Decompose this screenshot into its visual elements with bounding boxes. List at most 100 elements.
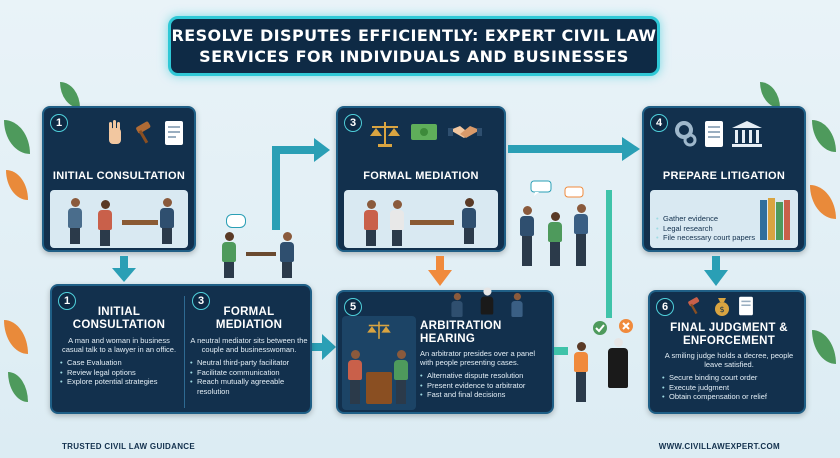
chat-bubble-icon — [530, 180, 552, 196]
arrow-down-icon — [428, 256, 452, 286]
bullet-item: Facilitate communication — [190, 368, 308, 378]
leaf-decoration — [812, 330, 836, 364]
document-icon — [165, 121, 183, 145]
step-number: 1 — [50, 114, 68, 132]
checkmark-icon — [593, 321, 607, 335]
close-icon — [619, 319, 633, 333]
flow-arrow — [554, 347, 568, 355]
arbitration-panel-scene — [444, 287, 534, 318]
bullet-list: Case Evaluation Review legal options Exp… — [60, 358, 178, 387]
card-title: PREPARE LITIGATION — [662, 170, 786, 182]
card-title: FORMAL MEDIATION — [363, 170, 479, 182]
step-number: 5 — [344, 298, 362, 316]
bullet-item: Fast and final decisions — [420, 390, 550, 400]
handshake-mid-scene — [514, 180, 604, 270]
leaf-decoration — [6, 170, 28, 200]
card-final-judgment: 6 $ FINAL JUDGMENT & ENFORCEMENT A smili… — [648, 290, 806, 414]
card-initial-consultation-details: 1 INITIAL CONSULTATION A man and woman i… — [50, 284, 312, 414]
bullet-item: Reach mutually agreeable resolution — [190, 377, 308, 396]
court-building-icon — [732, 121, 762, 147]
card-description: A smiling judge holds a decree, people l… — [664, 351, 794, 369]
bullet-item: Neutral third-party facilitator — [190, 358, 308, 368]
document-icon — [705, 121, 723, 147]
card-icons: $ — [684, 296, 754, 316]
step-number: 6 — [656, 298, 674, 316]
bullet-item: Secure binding court order — [662, 373, 802, 383]
arrow-down-icon — [704, 256, 728, 286]
footer-tagline: TRUSTED CIVIL LAW GUIDANCE — [62, 442, 195, 451]
raised-hand-icon — [109, 120, 121, 144]
chat-bubble-icon — [564, 186, 584, 198]
card-description: A neutral mediator sits between the coup… — [190, 336, 308, 354]
bullet-list: Secure binding court order Execute judgm… — [662, 373, 802, 402]
bullet-list: Neutral third-party facilitator Facilita… — [190, 358, 308, 396]
bullet-item: Alternative dispute resolution — [420, 371, 550, 381]
flow-arrow — [606, 190, 612, 318]
arrow-right-icon — [310, 334, 336, 360]
title-line-2: SERVICES FOR INDIVIDUALS AND BUSINESSES — [199, 47, 629, 66]
scales-icon — [370, 122, 400, 147]
step-number: 4 — [650, 114, 668, 132]
money-bag-icon: $ — [715, 298, 729, 316]
card-title: ARBITRATION HEARING — [420, 320, 502, 345]
bullet-item: File necessary court papers — [656, 233, 755, 243]
flow-arrow — [272, 150, 280, 230]
card-title: FORMAL MEDIATION — [215, 306, 283, 331]
card-icons — [674, 120, 764, 148]
arbitration-scene — [342, 316, 416, 410]
bullet-item: Obtain compensation or relief — [662, 392, 802, 402]
handshake-icon — [448, 126, 482, 138]
card-description: An arbitrator presides over a panel with… — [420, 349, 536, 367]
gavel-icon — [136, 121, 151, 144]
bullet-item: Present evidence to arbitrator — [420, 381, 550, 391]
gavel-icon — [688, 297, 700, 315]
card-icons — [104, 120, 184, 146]
step-number: 3 — [192, 292, 210, 310]
arrow-down-icon — [112, 256, 136, 282]
card-formal-mediation: 3 FORMAL MEDIATION — [336, 106, 506, 252]
bullet-item: Case Evaluation — [60, 358, 178, 368]
bullet-item: Review legal options — [60, 368, 178, 378]
card-divider — [184, 296, 185, 408]
arrow-head-icon — [314, 138, 330, 162]
document-icon — [739, 296, 753, 316]
money-icon — [411, 124, 437, 140]
flow-arrow — [272, 146, 318, 154]
bullet-item: Legal research — [656, 224, 755, 234]
litigation-scene: Gather evidence Legal research File nece… — [650, 190, 798, 248]
bullet-item: Execute judgment — [662, 383, 802, 393]
title-banner: RESOLVE DISPUTES EFFICIENTLY: EXPERT CIV… — [168, 16, 660, 76]
leaf-decoration — [4, 320, 28, 354]
step-number: 3 — [344, 114, 362, 132]
title-line-1: RESOLVE DISPUTES EFFICIENTLY: EXPERT CIV… — [171, 26, 657, 45]
card-initial-consultation: 1 INITIAL CONSULTATION — [42, 106, 196, 252]
bullet-list: Alternative dispute resolution Present e… — [420, 371, 550, 400]
card-arbitration-hearing: 5 ARBITRATION HEARING An arbitrator pres… — [336, 290, 554, 414]
card-title: FINAL JUDGMENT & ENFORCEMENT — [670, 322, 788, 347]
gears-icon — [675, 121, 697, 147]
svg-text:$: $ — [719, 305, 724, 314]
leaf-decoration — [812, 120, 836, 152]
card-icons — [368, 120, 482, 148]
leaf-decoration — [760, 82, 780, 108]
bullet-item: Explore potential strategies — [60, 377, 178, 387]
leaf-decoration — [810, 185, 836, 219]
mediation-scene — [344, 190, 498, 248]
footer-website-link[interactable]: WWW.CIVILLAWEXPERT.COM — [658, 442, 780, 451]
judgment-mid-scene — [568, 318, 644, 418]
leaf-decoration — [8, 372, 28, 402]
card-description: A man and woman in business casual talk … — [61, 336, 177, 354]
leaf-decoration — [60, 82, 80, 108]
consultation-mid-scene — [210, 214, 310, 284]
leaf-decoration — [4, 120, 30, 154]
card-title: INITIAL CONSULTATION — [72, 306, 166, 331]
bullet-item: Gather evidence — [656, 214, 755, 224]
flow-arrow — [508, 145, 628, 153]
step-number: 1 — [58, 292, 76, 310]
card-title: INITIAL CONSULTATION — [52, 170, 186, 182]
books-icon — [760, 198, 790, 240]
arrow-head-icon — [622, 137, 640, 161]
litigation-bullets: Gather evidence Legal research File nece… — [656, 214, 755, 243]
office-scene — [50, 190, 188, 248]
card-prepare-litigation: 4 PREPARE LITIGATION Gather evidence Leg… — [642, 106, 806, 252]
